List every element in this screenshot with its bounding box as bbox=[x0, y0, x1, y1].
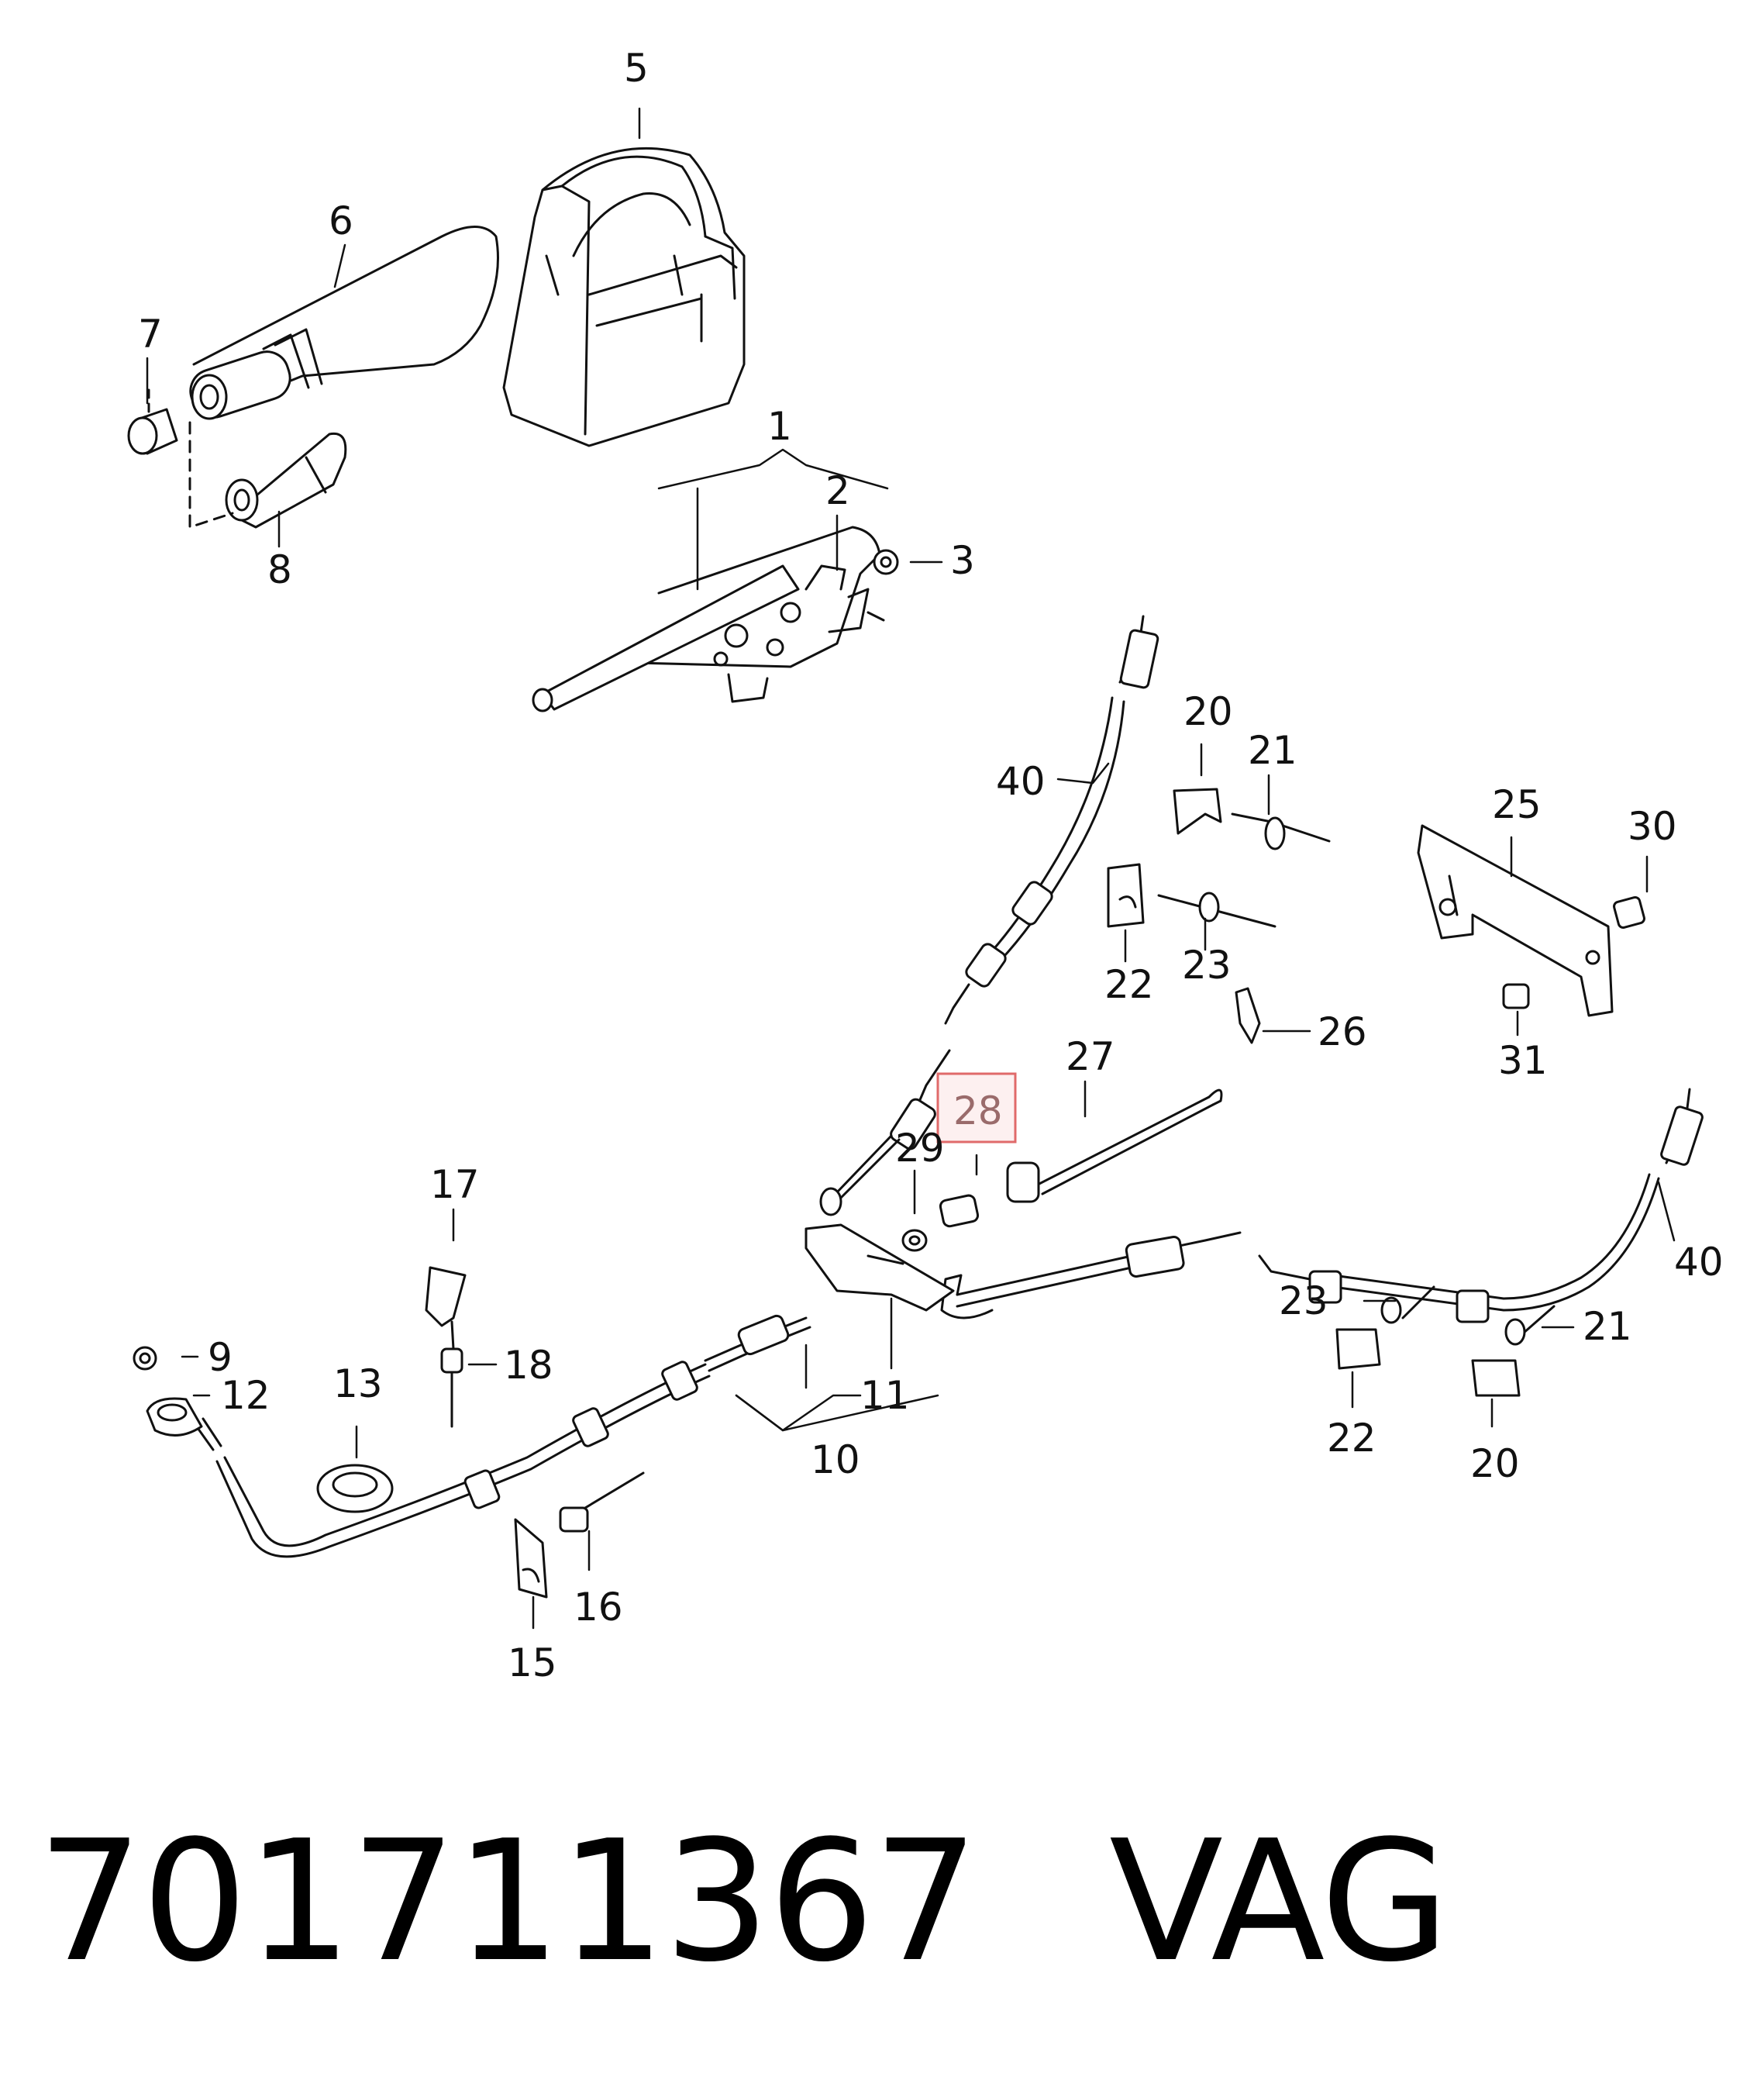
grommet-part bbox=[316, 1464, 394, 1513]
callout-27: 27 bbox=[1066, 1034, 1115, 1079]
part-number: 701711367 bbox=[37, 1804, 979, 1999]
bracket-17-part bbox=[425, 1266, 467, 1428]
callout-1: 1 bbox=[767, 404, 792, 449]
lever-assembly-part bbox=[532, 526, 899, 712]
console-cover-part bbox=[502, 147, 746, 447]
callout-22-lower: 22 bbox=[1327, 1416, 1376, 1461]
callout-26: 26 bbox=[1318, 1009, 1367, 1054]
callout-7: 7 bbox=[138, 312, 163, 357]
spring-and-clip-part bbox=[901, 987, 1261, 1252]
callout-30: 30 bbox=[1628, 804, 1677, 849]
lever-handle-part bbox=[189, 226, 499, 420]
callout-40-upper: 40 bbox=[996, 759, 1046, 804]
brake-cable-left-part bbox=[133, 1346, 711, 1558]
callout-31: 31 bbox=[1498, 1038, 1548, 1083]
brake-cable-upper-part bbox=[819, 615, 1159, 1216]
brand-name: VAG bbox=[1109, 1804, 1449, 1999]
callout-13: 13 bbox=[333, 1361, 383, 1406]
callout-8: 8 bbox=[267, 547, 292, 592]
callout-40-right: 40 bbox=[1674, 1240, 1724, 1285]
grip-sleeve-part bbox=[188, 421, 347, 529]
callout-28: 28 bbox=[953, 1088, 1003, 1133]
callout-25: 25 bbox=[1492, 782, 1542, 827]
callout-20-lower: 20 bbox=[1470, 1441, 1520, 1486]
callout-17: 17 bbox=[430, 1162, 480, 1207]
callout-21-upper: 21 bbox=[1248, 728, 1297, 773]
callout-23-lower: 23 bbox=[1279, 1278, 1328, 1323]
callout-15: 15 bbox=[508, 1640, 557, 1685]
end-cap-part bbox=[127, 386, 178, 455]
bracket-15-part bbox=[514, 1471, 645, 1599]
callout-9: 9 bbox=[208, 1335, 233, 1380]
highlight-box-28 bbox=[936, 1072, 1017, 1143]
callout-2: 2 bbox=[825, 468, 850, 513]
callout-16: 16 bbox=[574, 1585, 623, 1630]
callout-29: 29 bbox=[895, 1126, 945, 1171]
leader-lines bbox=[146, 107, 1676, 1630]
callout-5: 5 bbox=[624, 46, 649, 91]
bracket-group-upper-part bbox=[1107, 788, 1331, 928]
callout-20-upper: 20 bbox=[1183, 689, 1233, 734]
callout-21-lower: 21 bbox=[1583, 1304, 1632, 1349]
callout-11: 11 bbox=[860, 1373, 910, 1418]
mounting-bracket-25-part bbox=[1417, 824, 1645, 1017]
part-caption: 701711367 VAG bbox=[37, 1804, 1449, 1999]
callout-23-upper: 23 bbox=[1182, 943, 1232, 988]
callout-6: 6 bbox=[329, 198, 353, 243]
callout-12: 12 bbox=[221, 1373, 270, 1418]
callout-18: 18 bbox=[504, 1343, 553, 1388]
callout-22-upper: 22 bbox=[1104, 962, 1154, 1007]
callout-labels: 5 6 7 1 2 3 8 20 21 40 25 30 22 23 26 31… bbox=[138, 46, 1724, 1685]
callout-3: 3 bbox=[950, 538, 975, 583]
bracket-group-lower-part bbox=[1335, 1285, 1556, 1397]
equaliser-part bbox=[704, 1223, 955, 1372]
callout-10: 10 bbox=[811, 1437, 860, 1482]
